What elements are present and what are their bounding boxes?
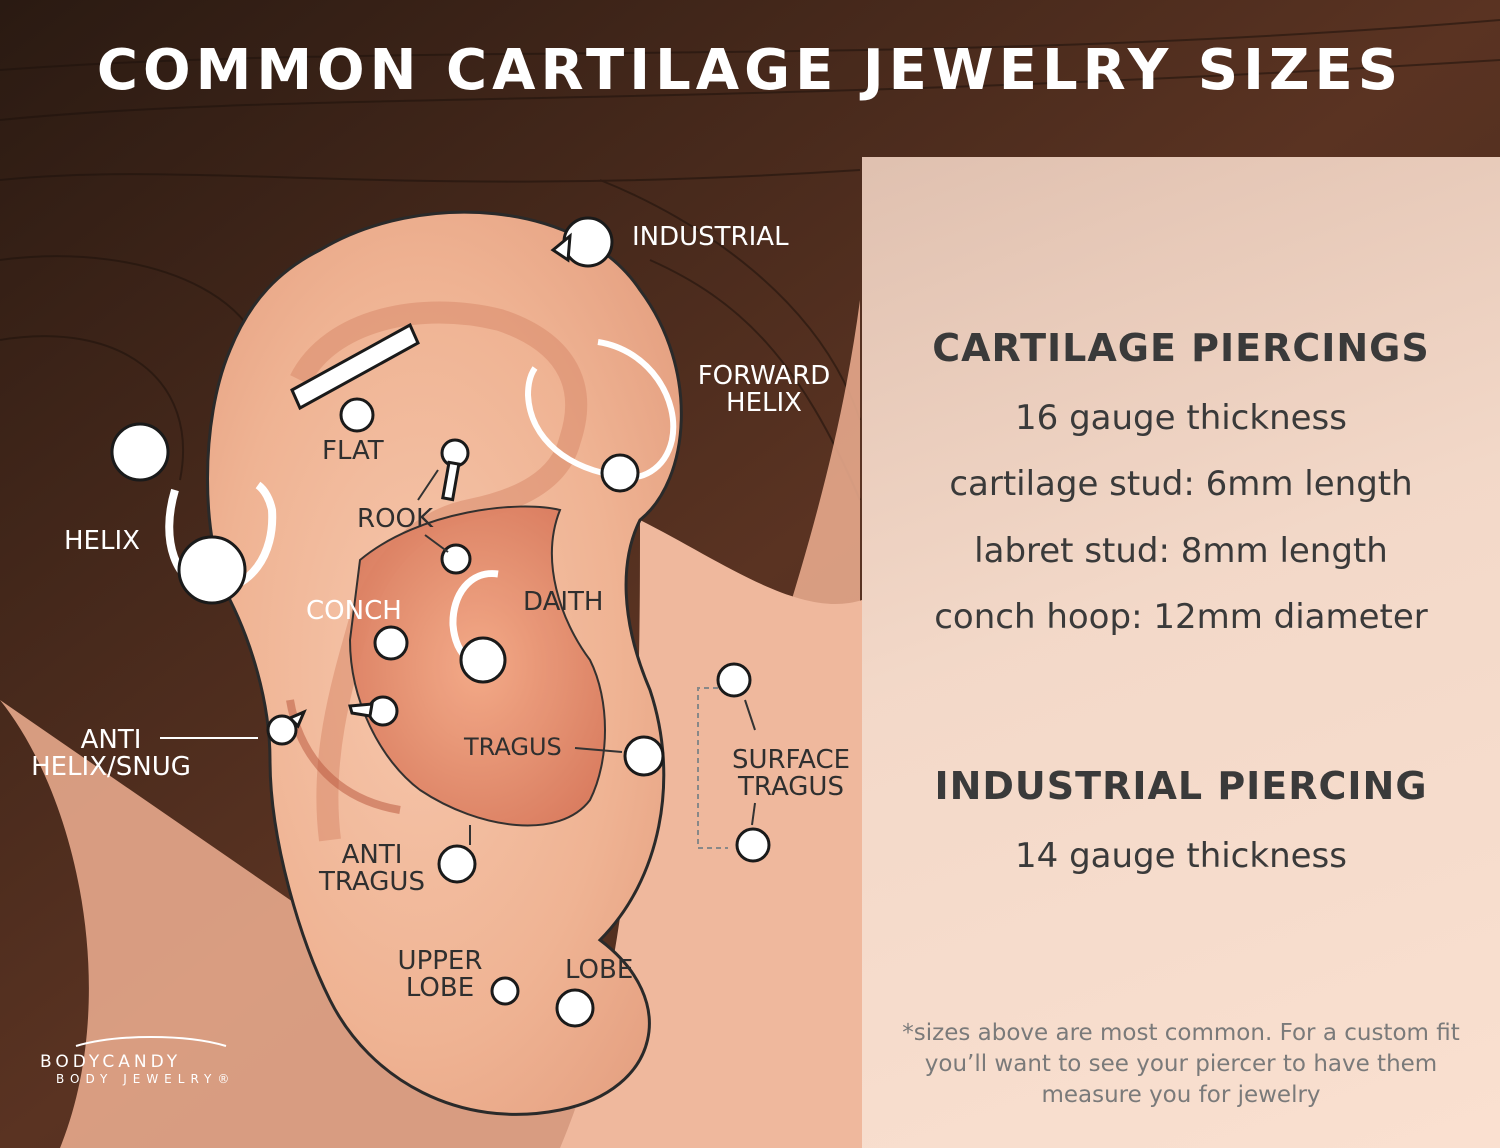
surface-tragus-bottom <box>735 827 771 863</box>
label-forward-helix: FORWARD HELIX <box>684 363 844 417</box>
label-anti-tragus: ANTI TRAGUS <box>310 842 434 896</box>
cartilage-line-4: conch hoop: 12mm diameter <box>934 597 1428 637</box>
rook-ball-bottom <box>440 543 472 575</box>
label-flat: FLAT <box>322 436 384 466</box>
inner-conch-stud <box>367 695 399 727</box>
info-panel <box>862 157 1500 1148</box>
label-forward-helix-line1: FORWARD <box>697 361 831 391</box>
label-surface-tragus: SURFACE TRAGUS <box>718 747 864 801</box>
flat-stud <box>339 397 375 433</box>
helix-stud-ball <box>110 422 170 482</box>
label-upper-lobe: UPPER LOBE <box>390 948 490 1002</box>
label-upper-lobe-line1: UPPER <box>397 946 483 976</box>
industrial-heading: INDUSTRIAL PIERCING <box>934 764 1428 808</box>
logo-brand: BODYCANDY <box>40 1052 182 1072</box>
forward-helix-ball <box>600 453 640 493</box>
bodycandy-logo <box>75 1036 227 1047</box>
cartilage-heading: CARTILAGE PIERCINGS <box>932 326 1430 370</box>
label-anti-tragus-line1: ANTI <box>341 840 403 870</box>
forward-helix-hoop <box>524 339 677 481</box>
label-conch: CONCH <box>306 596 402 626</box>
cartilage-line-3: labret stud: 8mm length <box>974 531 1388 571</box>
anti-tragus-stud <box>437 844 477 884</box>
industrial-barbell <box>290 322 420 411</box>
cartilage-line-1: 16 gauge thickness <box>1015 398 1347 438</box>
label-industrial: INDUSTRIAL <box>632 222 789 252</box>
label-anti-helix-line1: ANTI <box>80 725 142 755</box>
industrial-ball <box>562 216 614 268</box>
helix-hoop-ball <box>177 535 247 605</box>
industrial-line-1: 14 gauge thickness <box>1015 836 1347 876</box>
cartilage-line-2: cartilage stud: 6mm length <box>949 464 1413 504</box>
label-daith: DAITH <box>523 587 604 617</box>
surface-tragus-top <box>716 662 752 698</box>
label-surface-tragus-line1: SURFACE <box>731 745 851 775</box>
label-lobe: LOBE <box>565 955 634 985</box>
label-surface-tragus-line2: TRAGUS <box>738 772 844 802</box>
logo-sub: BODY JEWELRY® <box>56 1072 236 1086</box>
label-helix: HELIX <box>64 526 140 556</box>
label-anti-helix: ANTI HELIX/SNUG <box>18 727 204 781</box>
label-upper-lobe-line2: LOBE <box>405 973 475 1003</box>
upper-lobe-stud <box>490 976 520 1006</box>
label-forward-helix-line2: HELIX <box>726 388 802 418</box>
page-title: COMMON CARTILAGE JEWELRY SIZES <box>96 38 1404 103</box>
lobe-stud <box>555 988 595 1028</box>
footnote: *sizes above are most common. For a cust… <box>902 1020 1460 1108</box>
label-anti-helix-line2: HELIX/SNUG <box>31 752 191 782</box>
label-tragus: TRAGUS <box>464 733 562 761</box>
daith-ball <box>459 636 507 684</box>
conch-stud <box>373 625 409 661</box>
label-anti-tragus-line2: TRAGUS <box>319 867 425 897</box>
anti-helix-stud <box>266 714 298 746</box>
tragus-stud <box>623 735 665 777</box>
label-rook: ROOK <box>357 504 434 534</box>
